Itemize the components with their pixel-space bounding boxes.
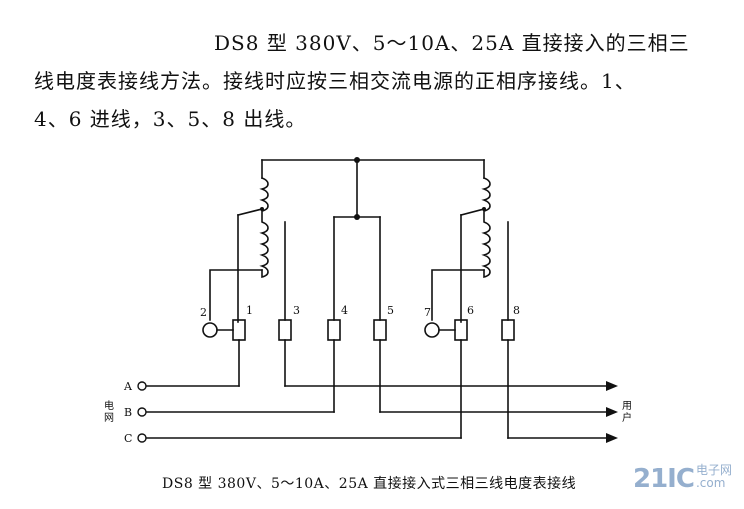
watermark-logo-text: 21IC <box>633 464 695 494</box>
terminal-label-6: 6 <box>467 304 474 317</box>
arrow-b-icon <box>606 407 618 417</box>
terminal-label-7: 7 <box>424 306 431 319</box>
phase-a-label: A <box>123 380 133 393</box>
junction-dot-left-tap <box>260 207 264 211</box>
terminal-block-4 <box>327 319 341 341</box>
watermark-text-top: 电子网 <box>695 463 732 477</box>
arrow-a-icon <box>606 381 618 391</box>
junction-dot-right-tap <box>482 207 486 211</box>
terminal-label-8: 8 <box>513 304 520 317</box>
junction-dot-center <box>354 214 360 220</box>
watermark-site-text: 电子网.com <box>696 464 732 490</box>
terminal-block-6 <box>454 319 468 341</box>
terminal-block-5 <box>373 319 387 341</box>
terminal-label-4: 4 <box>341 304 348 317</box>
left-coil-tap <box>237 208 263 216</box>
right-loop-wire <box>431 269 485 321</box>
terminal-label-3: 3 <box>293 304 300 317</box>
load-label-char-1: 用 <box>622 401 632 412</box>
left-loop-wire <box>209 269 263 321</box>
description-line-1: DS8 型 380V、5～10A、25A 直接接入的三相三 <box>214 31 690 55</box>
grid-label-char-2: 网 <box>104 412 114 424</box>
terminal-label-1: 1 <box>246 304 253 317</box>
phase-b-input-icon <box>137 407 147 417</box>
phase-b-label: B <box>124 406 132 419</box>
right-coil <box>481 176 491 279</box>
left-coil <box>259 176 269 279</box>
terminal-label-5: 5 <box>387 304 394 317</box>
voltage-terminal-7 <box>424 322 440 338</box>
description-line-3: 4、6 进线，3、5、8 出线。 <box>34 107 307 131</box>
terminal-block-3 <box>278 319 292 341</box>
phase-a-input-icon <box>137 381 147 391</box>
diagram-caption: DS8 型 380V、5～10A、25A 直接接入式三相三线电度表接线 <box>162 476 577 492</box>
terminal-block-8 <box>501 319 515 341</box>
grid-label-char-1: 电 <box>104 399 114 412</box>
phase-c-input-icon <box>137 433 147 443</box>
load-label-char-2: 户 <box>622 411 632 424</box>
terminal-block-1 <box>232 319 246 341</box>
watermark-text-bottom: .com <box>695 476 726 490</box>
arrow-c-icon <box>606 433 618 443</box>
voltage-terminal-2 <box>202 322 218 338</box>
phase-c-label: C <box>124 432 132 445</box>
description-paragraph: DS8 型 380V、5～10A、25A 直接接入的三相三 线电度表接线方法。接… <box>34 24 724 138</box>
description-line-2: 线电度表接线方法。接线时应按三相交流电源的正相序接线。1、 <box>34 69 636 93</box>
junction-dot-top <box>354 157 360 163</box>
terminal-label-2: 2 <box>200 306 207 319</box>
right-coil-tap <box>460 208 485 216</box>
